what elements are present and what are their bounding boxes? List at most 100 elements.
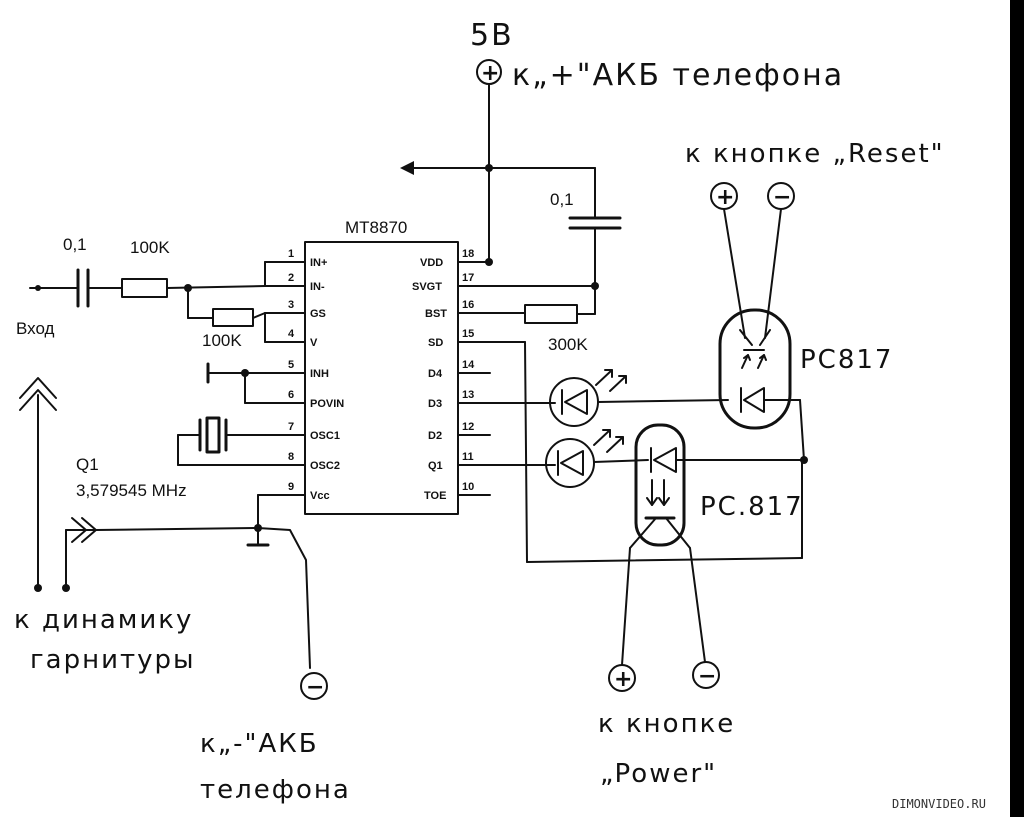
pin-num-2: 2 [288,272,294,284]
pin-name-15: SD [428,337,443,349]
minus-terminal-main-sign: − [306,675,324,700]
ground-wire [257,527,311,669]
chip-body [304,241,459,515]
pin-num-13: 13 [462,389,474,401]
pin-name-5: INH [310,368,329,380]
power-minus-wire [689,547,706,663]
bottom-loop-wire [526,557,803,563]
power-label-2: „Power" [600,759,717,789]
pin-name-17: SVGT [412,281,442,293]
speaker-label-1: к динамику [14,605,193,635]
watermark: DIMONVIDEO.RU [892,797,986,811]
reset-plus-sign: + [716,185,734,210]
led-d3-to-opto [597,399,729,403]
led-d3-icon [564,389,588,415]
pin-num-9: 9 [288,481,294,493]
ground-label-1: к„-"АКБ [200,729,319,759]
crystal-freq: 3,579545 MHz [76,481,187,500]
reset-label: к кнопке „Reset" [685,139,945,169]
pin-num-10: 10 [462,481,474,493]
r-300k [524,304,578,324]
pin-num-5: 5 [288,359,294,371]
chip-right-pins [457,261,596,496]
pin-name-9: Vcc [310,490,330,502]
junction-svgt [591,282,599,290]
pin-num-4: 4 [288,328,295,340]
opto-power-body [634,423,686,547]
power-plus-sign: + [614,667,632,692]
opto-reset-body [718,308,792,430]
pin-num-1: 1 [288,248,294,260]
pin-num-16: 16 [462,299,474,311]
power-minus-terminal [692,661,720,689]
pin-num-11: 11 [462,451,474,463]
r-300k-value: 300K [548,335,588,354]
r-input-to-pin2 [166,285,266,289]
power-opto-label: PC.817 [700,492,804,522]
r-gs-to-pin3 [252,312,266,319]
speaker-terminal-1 [34,584,42,592]
power-minus-sign: − [698,664,716,689]
pin-num-14: 14 [462,359,475,371]
right-loop-up [799,399,805,461]
pin-name-13: D3 [428,398,442,410]
scan-edge-strip [1010,0,1024,817]
reset-minus-sign: − [773,185,791,210]
pin-num-6: 6 [288,389,294,401]
pin-name-6: POVIN [310,398,344,410]
input-arrow-icon [19,377,57,399]
led-q1-to-opto [593,459,649,463]
pin-name-10: TOE [424,490,446,502]
opto-reset-transistor-icon [739,329,771,369]
pin-name-8: OSC2 [310,460,340,472]
minus-terminal-main [300,672,328,700]
pin-num-8: 8 [288,451,294,463]
pin-num-3: 3 [288,299,294,311]
power-label-1: к кнопке [598,709,735,739]
c-input-value: 0,1 [63,235,87,254]
speaker-label-2: гарнитуры [30,645,196,675]
xtal-body [205,416,221,454]
led-q1-icon [560,450,584,476]
pin-name-1: IN+ [310,257,327,269]
led-q1-rays-icon [593,429,624,453]
opto-reset-led-icon [743,387,765,413]
input-node [35,285,41,291]
power-plus-label: к„+"АКБ телефона [512,58,844,93]
reset-minus-wire [764,208,782,339]
pin-name-16: BST [425,308,447,320]
pin-name-3: GS [310,308,326,320]
pin-name-2: IN- [310,281,325,293]
pin-name-18: VDD [420,257,443,269]
plus-terminal-main-sign: + [481,61,499,86]
pin-name-7: OSC1 [310,430,340,442]
led-q1-body [545,438,595,488]
chip-name: MT8870 [345,218,407,237]
pin-num-15: 15 [462,328,474,340]
reset-plus-wire [723,208,746,339]
crystal-name: Q1 [76,455,99,474]
r-gs-value: 100K [202,331,242,350]
input-label: Вход [16,319,55,338]
vdd-arrow-icon [400,161,414,175]
reset-opto-label: PC817 [800,345,893,375]
r-input [121,278,168,298]
led-d3-body [549,377,599,427]
vcc-to-arrow [95,527,259,531]
pin-name-12: D2 [428,430,442,442]
pin-num-12: 12 [462,421,474,433]
voltage-label: 5В [470,18,514,53]
pin-num-18: 18 [462,248,474,260]
pin-name-11: Q1 [428,460,443,472]
pin-name-14: D4 [428,368,443,380]
power-plus-wire [621,547,631,666]
pin-num-7: 7 [288,421,294,433]
speaker-terminal-2 [62,584,70,592]
opto-power-arrows-icon [629,479,691,549]
opto-power-led-icon [653,447,677,473]
input-arrow-icon-2 [19,389,57,411]
r-gs [212,308,254,327]
sd-wire-down [524,341,528,563]
pin-num-17: 17 [462,272,474,284]
